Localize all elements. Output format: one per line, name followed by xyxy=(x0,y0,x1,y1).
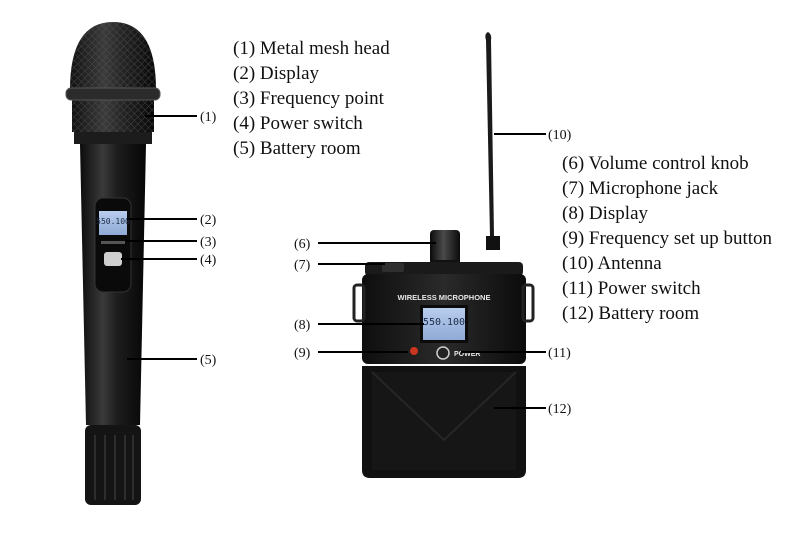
callout-6: (6) xyxy=(294,237,311,252)
callout-11: (11) xyxy=(548,346,571,361)
callout-4: (4) xyxy=(200,253,217,268)
frequency-point-indicator xyxy=(101,241,125,244)
legend-item-volume-control-knob: (6) Volume control knob xyxy=(562,153,749,174)
bodypack-power-label: POWER xyxy=(454,351,480,358)
callout-10: (10) xyxy=(548,128,572,143)
volume-control-knob[interactable] xyxy=(430,230,460,266)
legend-item-power-switch: (4) Power switch xyxy=(233,113,363,134)
callout-12: (12) xyxy=(548,402,572,417)
handheld-microphone: 550.100 xyxy=(65,22,161,505)
callout-labels: (1) (2) (3) (4) (5) (6) (7) (8) (9) (10)… xyxy=(200,110,572,417)
bodypack-transmitter: WIRELESS MICROPHONE 550.100 POWER xyxy=(352,32,535,478)
legend-item-power-switch: (11) Power switch xyxy=(562,278,701,299)
callout-3: (3) xyxy=(200,235,217,250)
bodypack-display xyxy=(423,308,465,340)
bodypack-power-switch[interactable] xyxy=(436,346,450,360)
grip-ridges xyxy=(94,435,134,500)
legend-item-display: (8) Display xyxy=(562,203,649,224)
bodypack-display-value: 550.100 xyxy=(423,317,465,328)
antenna xyxy=(485,32,494,236)
bodypack-brand-label: WIRELESS MICROPHONE xyxy=(398,293,491,302)
antenna-base xyxy=(486,236,500,250)
callout-leader-lines xyxy=(121,115,546,409)
legend-item-antenna: (10) Antenna xyxy=(562,253,662,274)
legend-item-frequency-point: (3) Frequency point xyxy=(233,88,384,109)
callout-9: (9) xyxy=(294,346,311,361)
microphone-jack[interactable] xyxy=(382,263,404,272)
handheld-power-switch[interactable] xyxy=(104,252,122,266)
handheld-display-value: 550.100 xyxy=(96,217,130,226)
legend-item-battery-room: (12) Battery room xyxy=(562,303,700,324)
callout-8: (8) xyxy=(294,318,311,333)
legend-item-microphone-jack: (7) Microphone jack xyxy=(562,178,719,199)
metal-mesh-head xyxy=(65,22,161,144)
callout-1: (1) xyxy=(200,110,217,125)
legend-item-metal-mesh-head: (1) Metal mesh head xyxy=(233,38,390,59)
legend-item-battery-room: (5) Battery room xyxy=(233,138,361,159)
callout-7: (7) xyxy=(294,258,311,273)
legend-item-frequency-set-up-button: (9) Frequency set up button xyxy=(562,228,773,249)
handheld-display xyxy=(99,211,127,235)
legend-item-display: (2) Display xyxy=(233,63,320,84)
battery-room-cap xyxy=(85,425,141,505)
frequency-set-up-button[interactable] xyxy=(410,347,418,355)
callout-2: (2) xyxy=(200,213,217,228)
callout-5: (5) xyxy=(200,353,217,368)
